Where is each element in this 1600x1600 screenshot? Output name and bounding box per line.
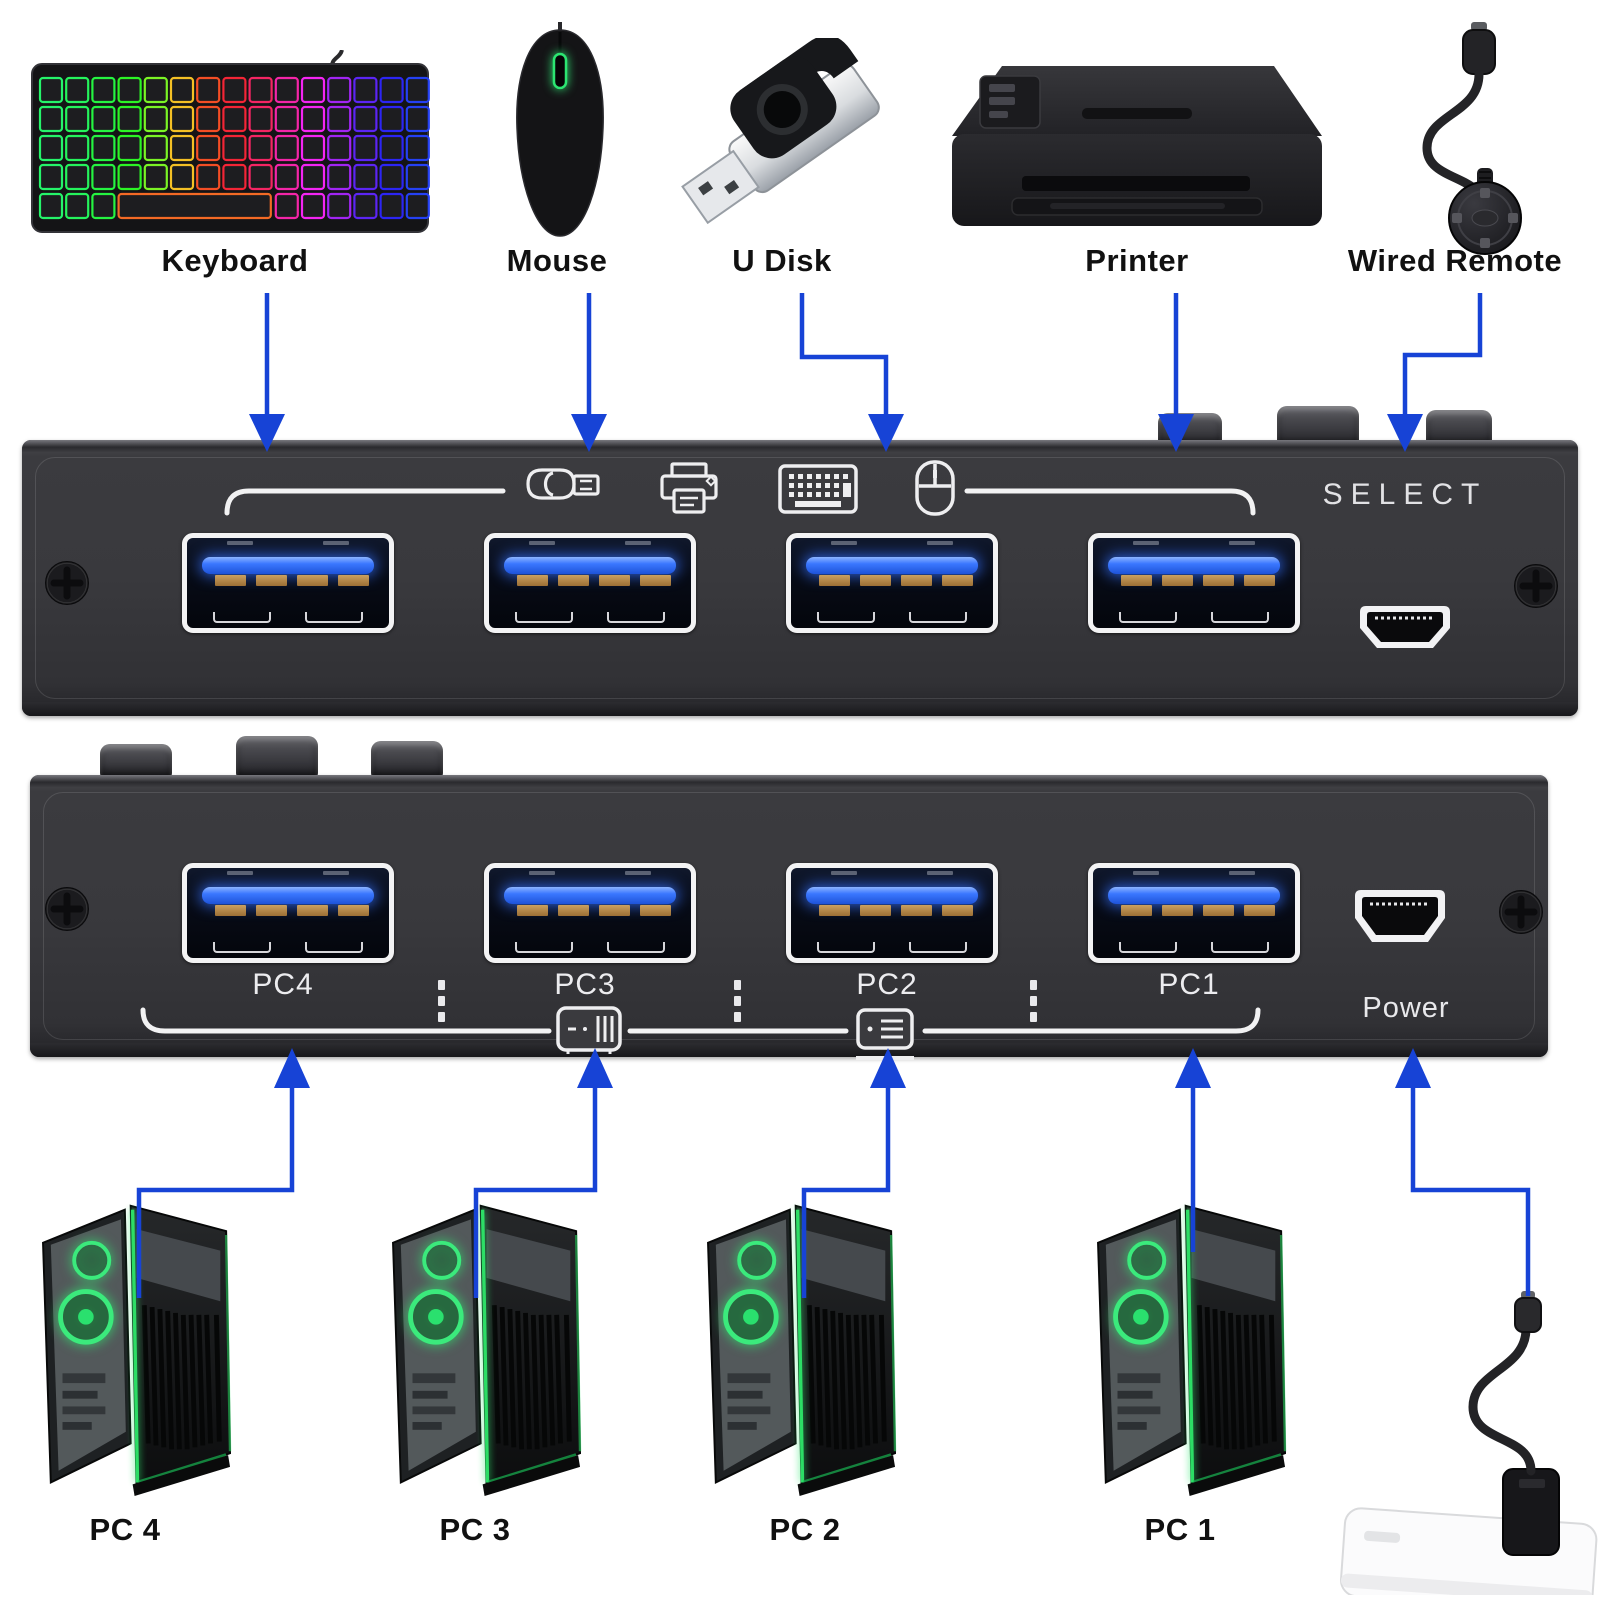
screw-front-left [45,561,89,605]
usb-port-front-3 [786,533,998,633]
port-divider [438,980,445,1028]
wired-remote-image [1422,22,1522,255]
mouse-image [516,22,604,237]
u-disk-label: U Disk [732,243,832,278]
mouse-icon [915,460,955,516]
rear-button-3 [371,741,443,778]
screw-front-right [1514,564,1558,608]
printer-icon [660,462,718,514]
usb-port-rear-pc4 [182,863,394,963]
screw-rear-right [1499,890,1543,934]
usb-port-front-4 [1088,533,1300,633]
pc-tower-icon [556,1006,622,1054]
usb-port-front-2 [484,533,696,633]
mini-port-front [1360,606,1450,648]
pc2-port-label: PC2 [856,968,918,1001]
printer-image [952,66,1322,226]
keyboard-image [31,50,430,233]
pc3-label: PC 3 [439,1512,511,1547]
keyboard-keys [38,76,430,220]
pc1-port-label: PC1 [1158,968,1220,1001]
rear-button-2 [236,736,318,778]
panel-brackets [140,460,1261,1060]
pc4-label: PC 4 [89,1512,161,1547]
usb-c-plug-tip [1471,22,1487,31]
power-port-label: Power [1362,992,1450,1024]
usb-drive-icon [526,468,600,500]
pc2-label: PC 2 [769,1512,841,1547]
usb-port-rear-pc2 [786,863,998,963]
port-divider [734,980,741,1028]
u-disk-image [681,38,880,225]
pc4-port-label: PC4 [252,968,314,1001]
printer-label: Printer [1085,243,1189,278]
usb-port-rear-pc3 [484,863,696,963]
mini-port-rear-power [1355,890,1445,942]
pc3-port-label: PC3 [554,968,616,1001]
keyboard-icon [778,464,858,514]
screw-rear-left [45,887,89,931]
keyboard-label: Keyboard [161,243,309,278]
arrow-heads [249,414,1431,1088]
wired-remote-label: Wired Remote [1347,243,1563,278]
usb-port-front-1 [182,533,394,633]
select-text: SELECT [1322,478,1488,511]
usb-port-rear-pc1 [1088,863,1300,963]
pc1-label: PC 1 [1144,1512,1216,1547]
mouse-label: Mouse [506,243,608,278]
mouse-scroll-wheel [552,52,568,90]
port-divider [1030,980,1037,1028]
rear-button-1 [100,744,172,778]
power-adapter-image [1340,1291,1598,1595]
